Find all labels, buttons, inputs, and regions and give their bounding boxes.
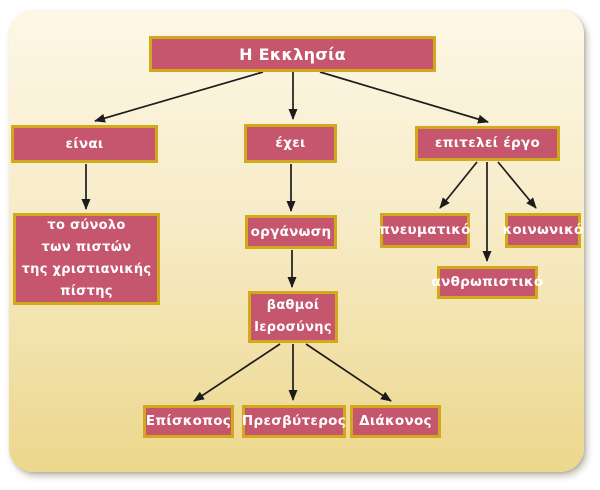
node-organosi: οργάνωση [245, 215, 337, 249]
node-presvyteros: Πρεσβύτερος [242, 405, 346, 438]
node-anthropistiko: ανθρωπιστικό [432, 266, 543, 299]
node-episkopos: Επίσκοπος [143, 405, 234, 438]
node-diakonos: Διάκονος [350, 405, 441, 438]
node-koinoniko: κοινωνικό [502, 213, 583, 248]
node-einai: είναι [11, 125, 158, 163]
node-vathmoi-ierosynis: βαθμοί Ιεροσύνης [248, 291, 338, 343]
node-pneymatiko: πνευματικό [379, 213, 470, 248]
node-synolo-piston: το σύνολο των πιστών της χριστιανικής πί… [13, 213, 160, 305]
node-epitelei-ergo: επιτελεί έργο [415, 126, 560, 161]
node-exei: έχει [244, 124, 337, 163]
node-church: Η Εκκλησία [149, 36, 436, 72]
